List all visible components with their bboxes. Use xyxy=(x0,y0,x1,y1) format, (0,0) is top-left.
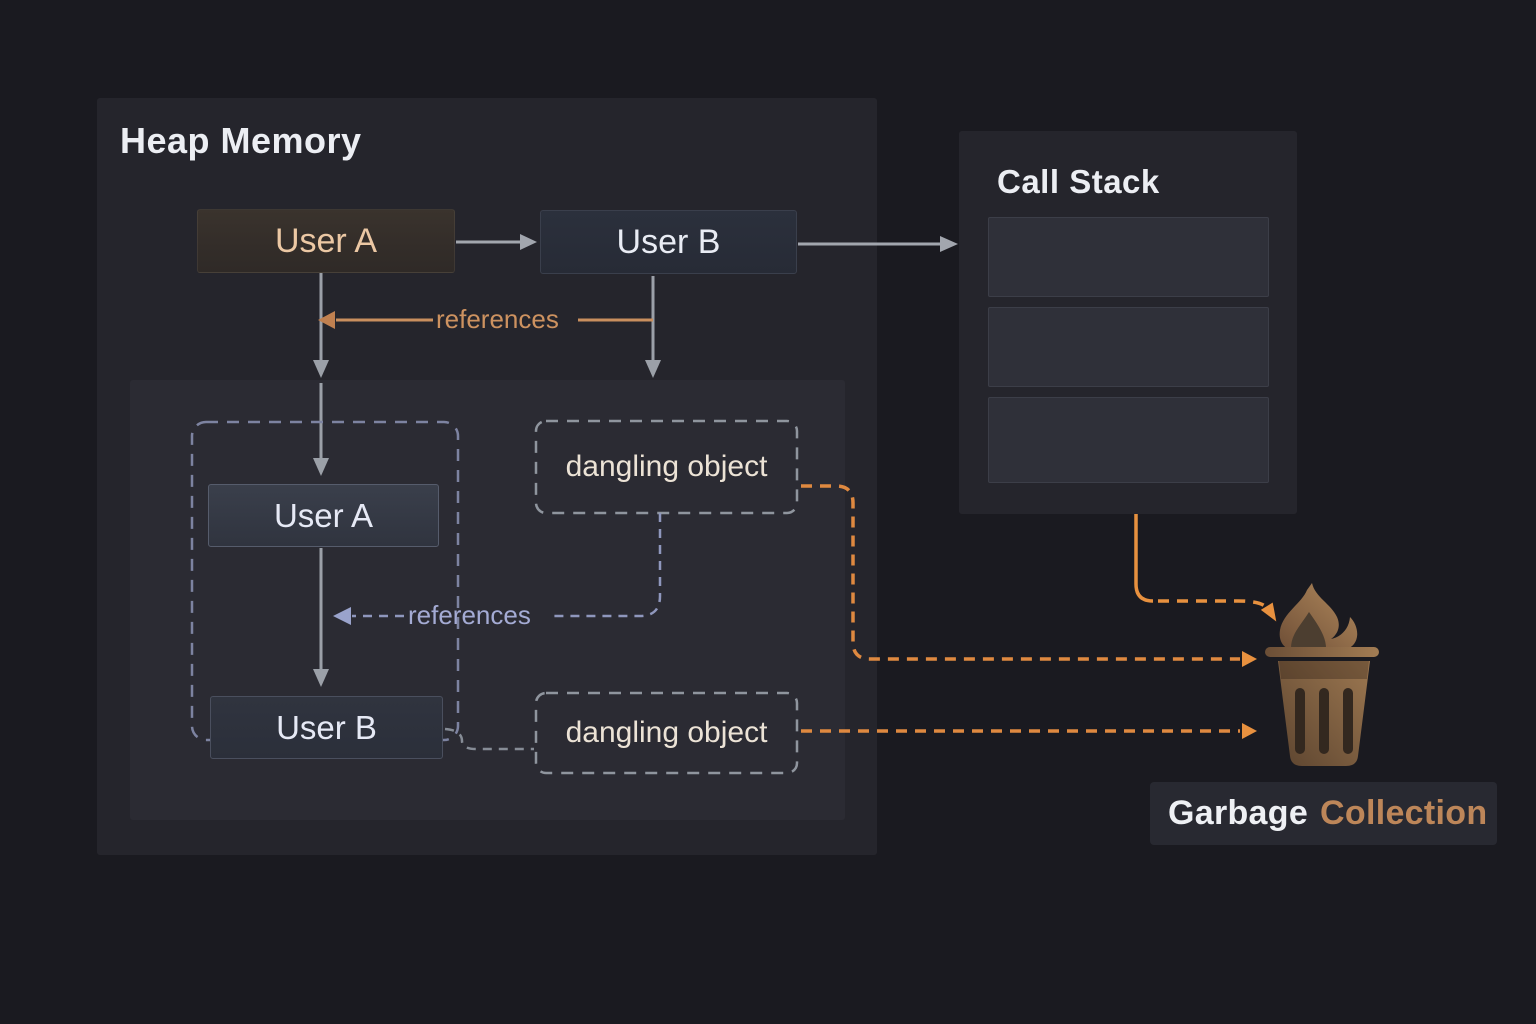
caption-word-collection: Collection xyxy=(1320,794,1488,832)
flame-icon xyxy=(1279,583,1358,651)
heap-node-user-b: User B xyxy=(540,210,797,274)
trash-body xyxy=(1278,661,1370,766)
node-label: User A xyxy=(274,221,378,260)
call-stack-slot xyxy=(988,397,1269,483)
garbage-collection-caption: Garbage Collection xyxy=(1150,782,1497,845)
dangling-object-1-label: dangling object xyxy=(565,450,768,483)
trash-slat xyxy=(1319,688,1329,754)
caption-word-garbage: Garbage xyxy=(1168,794,1309,832)
node-label: User B xyxy=(616,222,721,261)
inner-node-user-b: User B xyxy=(210,696,443,759)
trash-lid xyxy=(1265,647,1379,657)
call-stack-title: Call Stack xyxy=(997,163,1160,200)
node-label: User B xyxy=(276,708,377,746)
dangling-object-2-label: dangling object xyxy=(565,716,768,749)
references-label-inner: references xyxy=(408,600,531,630)
call-stack-slot xyxy=(988,217,1269,297)
trash-slat xyxy=(1343,688,1353,754)
node-label: User A xyxy=(273,496,374,534)
trash-body-shadow xyxy=(1279,661,1369,679)
heap-node-user-a: User A xyxy=(197,209,455,273)
callstack-to-trash-arrow xyxy=(1134,514,1277,622)
burning-trash-icon xyxy=(1265,583,1379,766)
call-stack-slot xyxy=(988,307,1269,387)
trash-slat xyxy=(1295,688,1305,754)
inner-node-user-a: User A xyxy=(208,484,439,547)
references-label-top: references xyxy=(436,304,559,334)
flame-inner xyxy=(1291,612,1327,651)
heap-memory-title: Heap Memory xyxy=(120,120,362,161)
